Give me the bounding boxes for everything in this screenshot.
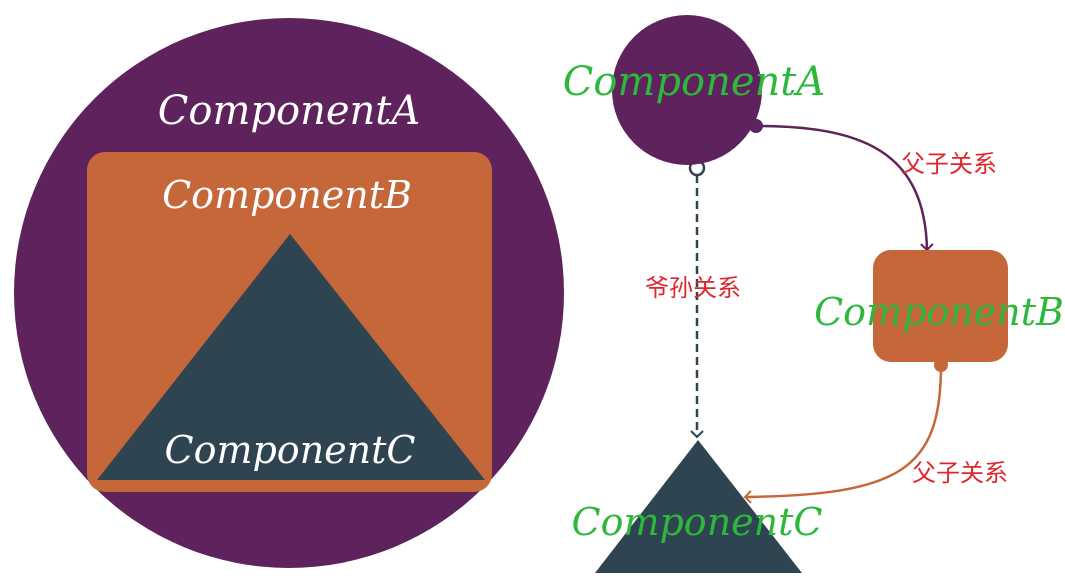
component-c-triangle [97, 234, 485, 480]
node-a-label: ComponentA [563, 59, 825, 105]
edge-a-to-b [755, 124, 934, 252]
edge-b-to-c-label: 父子关系 [912, 459, 1008, 487]
edge-b-to-c [743, 364, 943, 504]
component-c-label: ComponentC [165, 428, 416, 472]
relationship-graph: ComponentA ComponentB ComponentC 父子关系 父子… [563, 15, 1064, 573]
node-c-label: ComponentC [572, 500, 823, 544]
nested-components-diagram: ComponentA ComponentB ComponentC [14, 18, 564, 568]
node-c-triangle [595, 440, 802, 573]
component-b-label: ComponentB [162, 173, 412, 217]
node-a-circle [612, 15, 762, 165]
component-a-label: ComponentA [158, 88, 420, 134]
edge-a-to-b-label: 父子关系 [901, 150, 997, 178]
node-b-label: ComponentB [814, 290, 1064, 334]
node-b-rect [873, 250, 1008, 362]
edge-a-to-c-label: 爷孙关系 [645, 274, 741, 302]
